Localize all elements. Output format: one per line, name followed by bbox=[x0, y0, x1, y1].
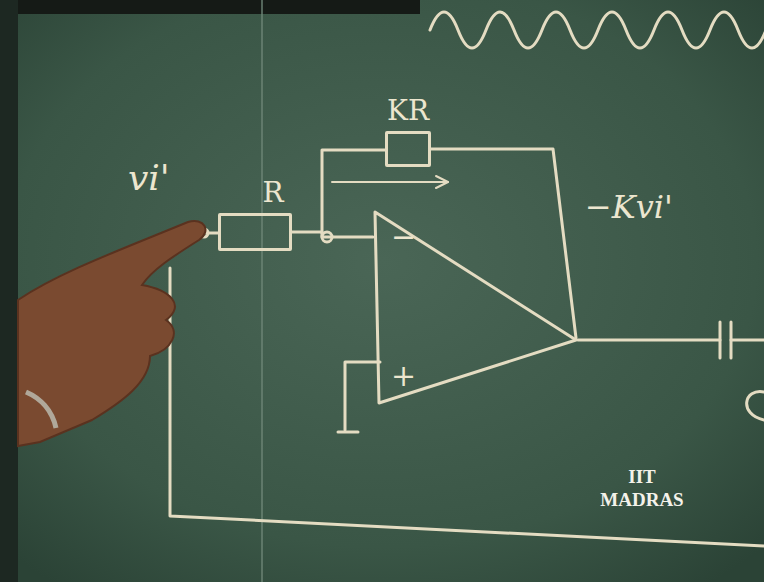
hand bbox=[18, 221, 205, 446]
capacitor-plate bbox=[719, 322, 722, 358]
resistor-body bbox=[385, 131, 431, 167]
pointing-hand bbox=[18, 221, 205, 446]
output-wire bbox=[578, 339, 720, 342]
input-signal-label: vi' bbox=[128, 156, 170, 199]
partial-symbol bbox=[747, 392, 764, 420]
board-left-edge bbox=[0, 0, 18, 582]
ground-symbol bbox=[338, 431, 358, 434]
output-wire bbox=[731, 339, 764, 342]
output-signal-label: −Kvi' bbox=[585, 188, 673, 226]
input-polarity: − bbox=[391, 222, 416, 252]
common-return-wire bbox=[170, 268, 764, 546]
resistor-symbol: KR bbox=[385, 96, 431, 167]
component-value: KR bbox=[387, 96, 429, 127]
bracelet bbox=[26, 392, 56, 428]
resistor-body bbox=[218, 213, 292, 251]
board-top-edge bbox=[0, 0, 420, 14]
resistor-symbol: R bbox=[218, 178, 292, 251]
ground-wire bbox=[345, 362, 380, 430]
op-amp-symbol: −+ bbox=[373, 210, 578, 405]
op-amp-triangle bbox=[375, 212, 576, 403]
current-arrow bbox=[332, 181, 448, 183]
watermark: IIT MADRAS bbox=[596, 466, 688, 512]
component-value: R bbox=[262, 178, 283, 209]
board-seam bbox=[261, 0, 263, 582]
circuit-wire bbox=[292, 232, 373, 237]
current-arrowhead bbox=[436, 176, 448, 188]
input-polarity: + bbox=[391, 361, 416, 391]
sine-wave bbox=[430, 12, 764, 48]
circuit-wire bbox=[431, 149, 576, 338]
